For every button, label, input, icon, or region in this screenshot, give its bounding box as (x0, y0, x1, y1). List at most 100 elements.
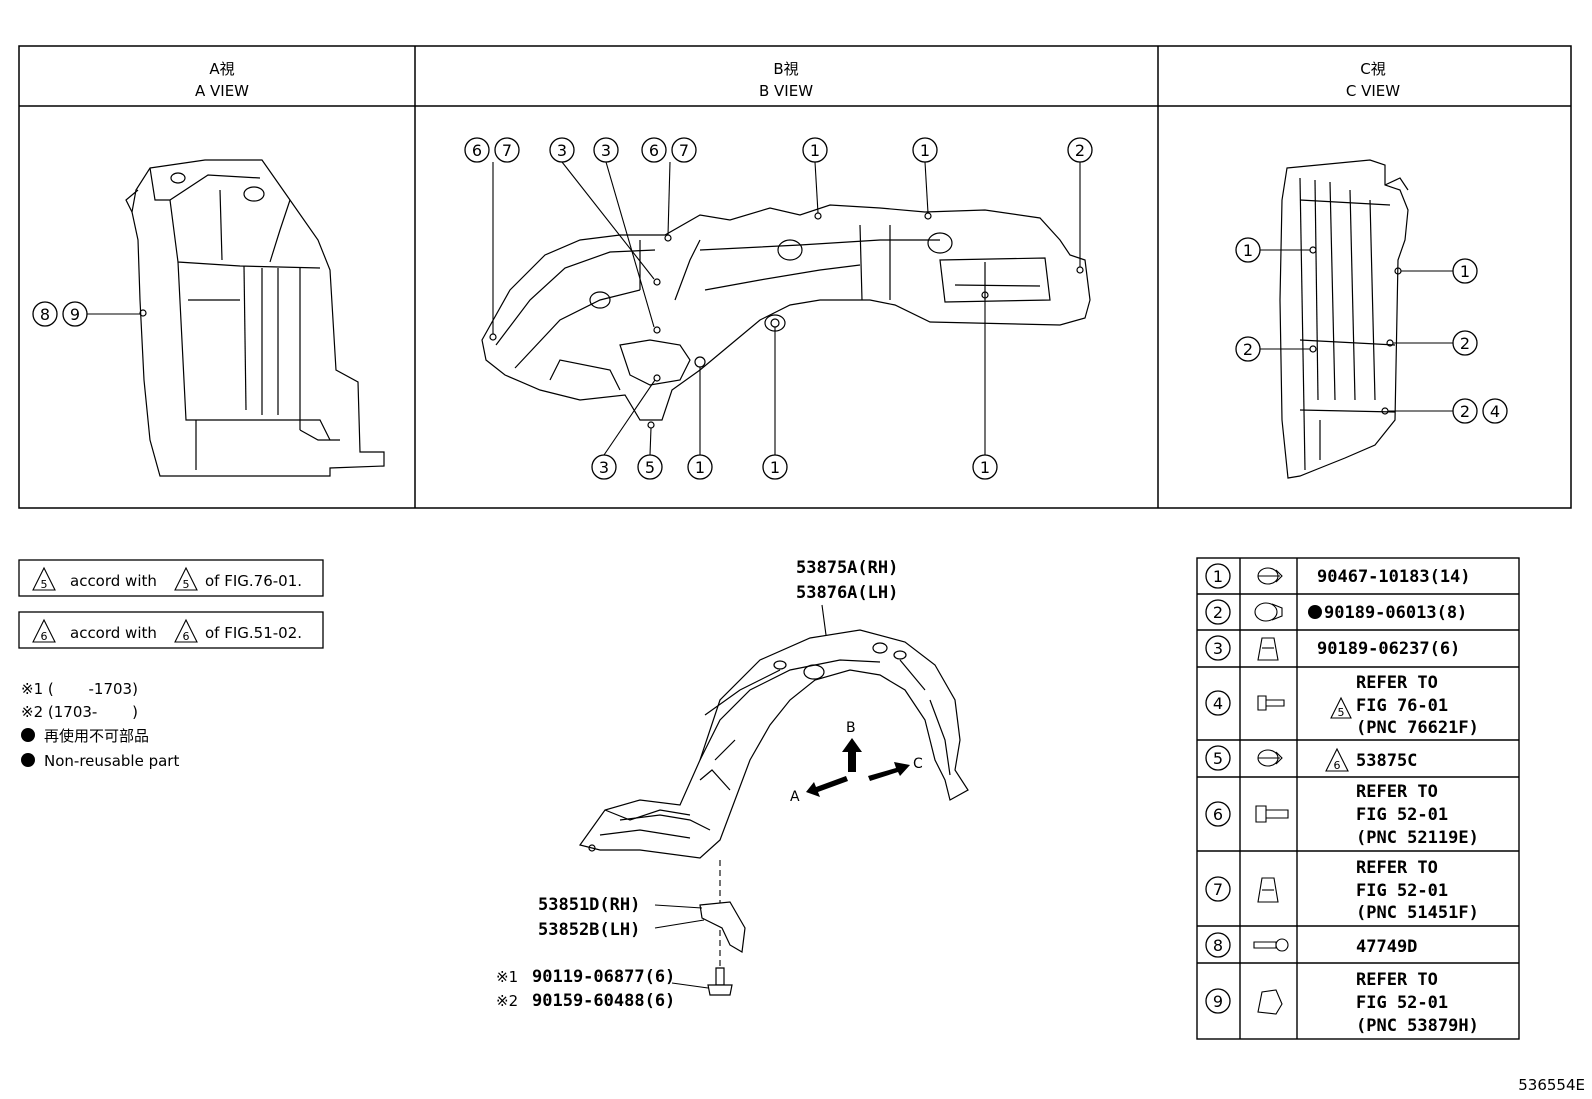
b-callout-1d: 1 (762, 454, 788, 480)
svg-text:5: 5 (183, 578, 190, 591)
svg-text:REFER TO: REFER TO (1356, 782, 1438, 802)
accord-note-5: 5 accord with 5 of FIG.76-01. (18, 559, 324, 597)
svg-text:2: 2 (1075, 141, 1085, 160)
svg-text:9: 9 (1213, 992, 1223, 1011)
retainer-icon (1257, 989, 1283, 1015)
svg-text:1: 1 (1213, 567, 1223, 586)
c-callout-2a: 2 (1235, 336, 1261, 362)
clip-icon (1257, 749, 1283, 767)
c-callout-4a: 4 (1482, 398, 1508, 424)
a-view-drawing (125, 159, 385, 477)
svg-text:(PNC 52119E): (PNC 52119E) (1356, 828, 1479, 848)
b-callout-3b: 3 (593, 137, 619, 163)
c-view-leaders (1260, 249, 1453, 412)
a-view-callout-8: 8 (32, 301, 58, 327)
svg-text:accord with: accord with (70, 572, 157, 590)
c-callout-2c: 2 (1452, 398, 1478, 424)
nut-clip-icon (1257, 877, 1279, 903)
svg-text:5: 5 (1338, 706, 1345, 719)
b-callout-1b: 1 (912, 137, 938, 163)
svg-text:2: 2 (1213, 603, 1223, 622)
table-row-4: 4 REFER TO 5 FIG 76-01 (PNC 76621F) (1205, 673, 1479, 738)
b-view-title-en: B VIEW (759, 82, 813, 100)
b-callout-1a: 1 (802, 137, 828, 163)
svg-text:C: C (913, 756, 923, 772)
view-panels (18, 45, 1572, 509)
clip-icon (1257, 567, 1283, 585)
table-row-3: 3 90189-06237(6) (1205, 635, 1460, 661)
svg-text:FIG 52-01: FIG 52-01 (1356, 805, 1448, 825)
svg-text:of FIG.51-02.: of FIG.51-02. (205, 624, 302, 642)
svg-text:6: 6 (41, 630, 48, 643)
svg-text:5: 5 (41, 578, 48, 591)
svg-text:6: 6 (649, 141, 659, 160)
bolt1-label: 90119-06877(6) (532, 967, 675, 987)
b-callout-5a: 5 (637, 454, 663, 480)
screw-icon (1253, 938, 1289, 952)
table-row-7: 7 REFER TO FIG 52-01 (PNC 51451F) (1205, 858, 1479, 923)
svg-text:90189-06237(6): 90189-06237(6) (1317, 639, 1460, 659)
svg-text:1: 1 (1460, 262, 1470, 281)
b-callout-7b: 7 (671, 137, 697, 163)
view-arrow-a: A (790, 776, 848, 805)
svg-text:3: 3 (557, 141, 567, 160)
liner-rh-label: 53875A(RH) (796, 558, 898, 578)
svg-text:9: 9 (70, 305, 80, 324)
svg-text:90189-06013(8): 90189-06013(8) (1324, 603, 1467, 623)
svg-text:2: 2 (1460, 402, 1470, 421)
b-view-leaders (492, 161, 1081, 456)
c-view-title-jp: C視 (1360, 60, 1385, 78)
plate-lh-label: 53852B(LH) (538, 920, 640, 940)
bolt-leader (671, 982, 709, 989)
svg-text:6: 6 (1213, 805, 1223, 824)
svg-text:53875C: 53875C (1356, 751, 1417, 771)
table-row-5: 5 6 53875C (1205, 745, 1417, 772)
b-callout-3a: 3 (549, 137, 575, 163)
liner-leader (821, 604, 827, 636)
c-view-drawing (1279, 159, 1409, 479)
svg-text:7: 7 (679, 141, 689, 160)
svg-text:90467-10183(14): 90467-10183(14) (1317, 567, 1471, 587)
non-reusable-dot-icon (1308, 605, 1322, 619)
fender-liner-drawing (578, 629, 969, 859)
bolt2-mark: ※2 (496, 992, 518, 1010)
svg-text:1: 1 (1243, 241, 1253, 260)
b-callout-1e: 1 (972, 454, 998, 480)
c-view-callouts: 1 2 1 2 2 4 (1235, 237, 1508, 424)
parts-table (1196, 557, 1520, 1040)
svg-text:6: 6 (1334, 759, 1341, 772)
legend-jp: 再使用不可部品 (44, 727, 149, 745)
legend-en: Non-reusable part (44, 752, 179, 770)
svg-text:A: A (790, 789, 800, 805)
c-callout-1b: 1 (1452, 258, 1478, 284)
svg-text:B: B (846, 720, 856, 736)
a-view-title-en: A VIEW (195, 82, 249, 100)
non-reusable-dot-icon (21, 753, 35, 767)
svg-text:4: 4 (1490, 402, 1500, 421)
svg-text:1: 1 (920, 141, 930, 160)
accord-note-6: 6 accord with 6 of FIG.51-02. (18, 611, 324, 649)
grommet-icon (1254, 602, 1283, 622)
b-callout-2a: 2 (1067, 137, 1093, 163)
svg-text:47749D: 47749D (1356, 937, 1417, 957)
svg-text:5: 5 (1213, 749, 1223, 768)
b-callout-1c: 1 (687, 454, 713, 480)
bolt1-mark: ※1 (496, 968, 518, 986)
svg-text:(PNC 76621F): (PNC 76621F) (1356, 718, 1479, 738)
plate-rh-label: 53851D(RH) (538, 895, 640, 915)
note-2: ※2 (1703- ) (21, 703, 138, 721)
svg-text:8: 8 (1213, 936, 1223, 955)
c-callout-2b: 2 (1452, 330, 1478, 356)
svg-text:2: 2 (1243, 340, 1253, 359)
bolt-icon (1255, 805, 1289, 823)
plate-drawing (699, 901, 746, 953)
b-callout-3c: 3 (591, 454, 617, 480)
svg-text:FIG 52-01: FIG 52-01 (1356, 881, 1448, 901)
svg-text:3: 3 (601, 141, 611, 160)
nut-clip-icon (1257, 637, 1279, 661)
b-callout-6a: 6 (464, 137, 490, 163)
b-callout-6b: 6 (641, 137, 667, 163)
svg-text:3: 3 (1213, 639, 1223, 658)
plate-leader (654, 919, 705, 929)
